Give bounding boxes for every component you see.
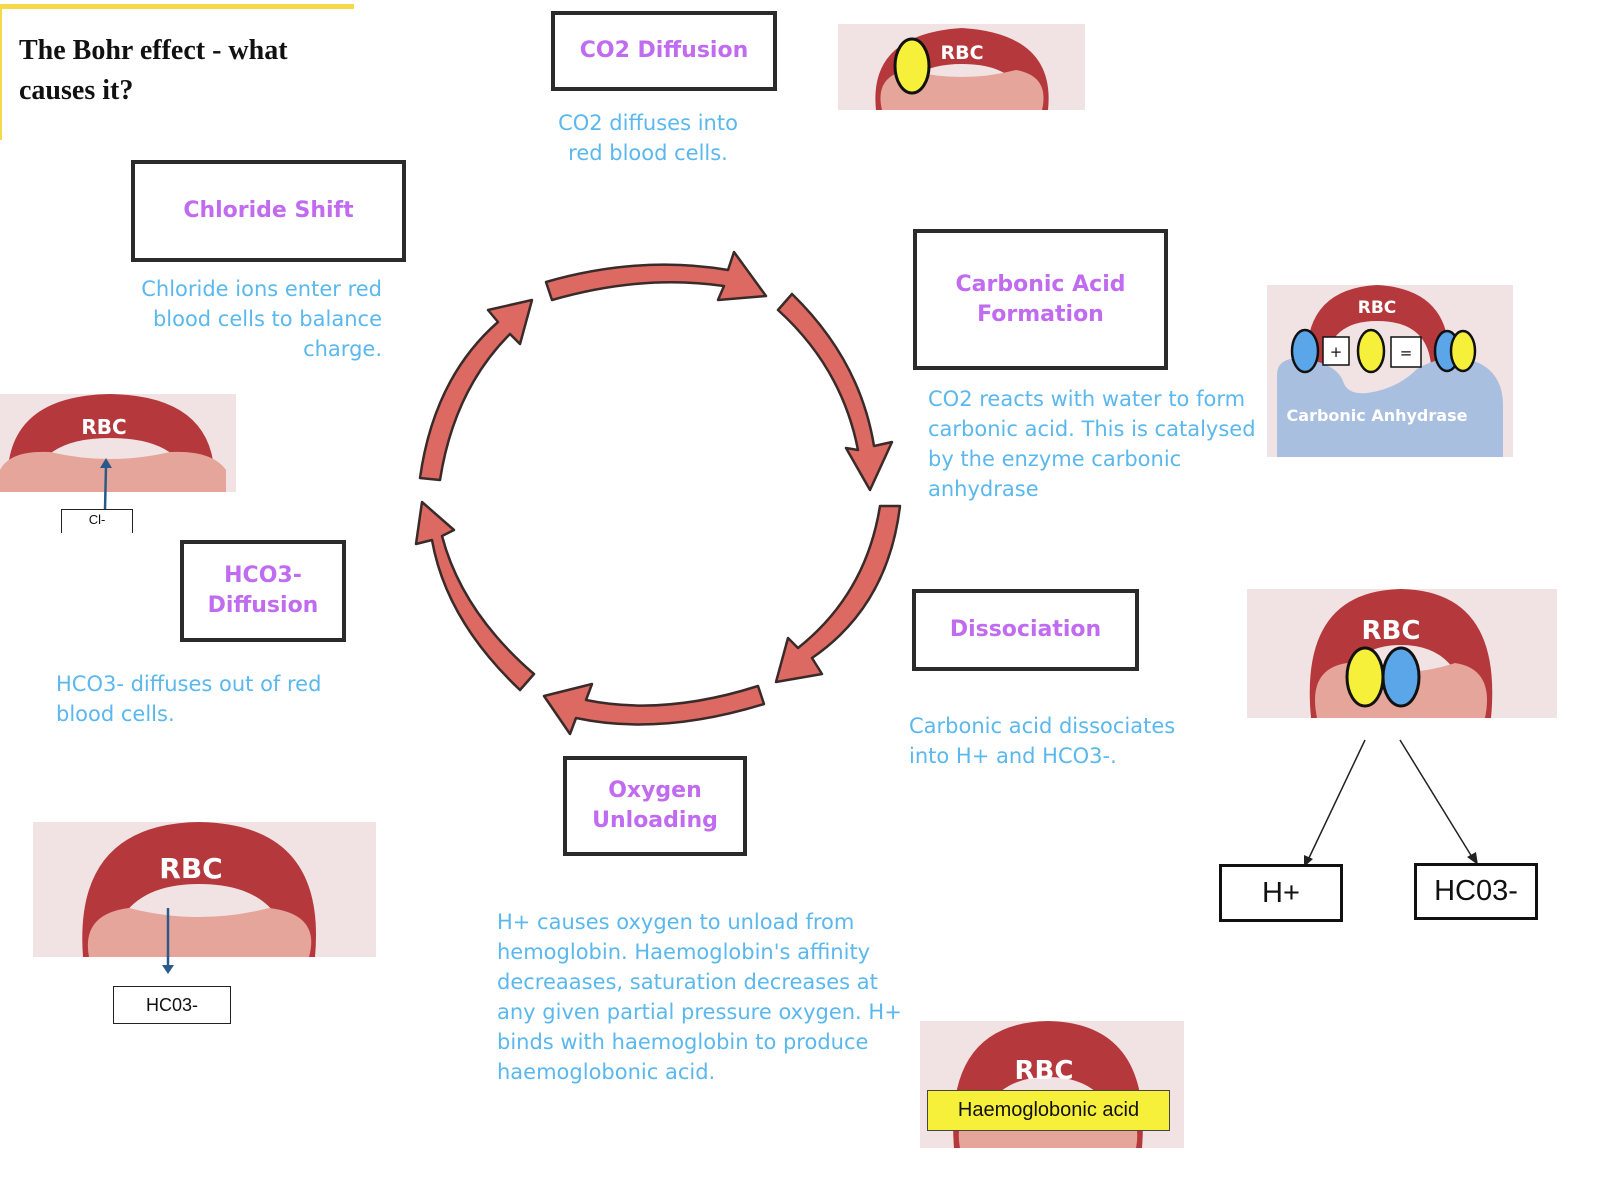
equals-box [1390,336,1422,368]
rbc-label: RBC [940,42,983,64]
rbc-label: RBC [159,852,222,885]
dissociation-arrows [1304,739,1478,867]
cycle-arrow-top [544,250,768,302]
step-label-chloride-shift: Chloride Shift [183,198,354,223]
rbc-label: RBC [1015,1056,1074,1086]
co2-molecule-icon [1449,329,1477,373]
chloride-in-arrow [100,458,112,510]
step-label-oxygen-unloading: Oxygen Unloading [592,778,718,833]
step-box-co2-diffusion: CO2 Diffusion [551,11,777,91]
step-description-carbonic-acid: CO2 reacts with water to form carbonic a… [928,387,1256,501]
step-box-carbonic-acid: Carbonic Acid Formation [913,229,1168,370]
rbc-illustration-hco3-out: RBC [33,822,376,957]
hydrogen-ion-icon [1345,646,1385,708]
step-box-hco3-diffusion: HCO3- Diffusion [180,540,346,642]
water-molecule-icon [1290,328,1320,374]
step-label-carbonic-acid: Carbonic Acid Formation [955,271,1126,327]
step-description-dissociation: Carbonic acid dissociates into H+ and HC… [909,714,1176,768]
co2-molecule-icon [1356,328,1386,374]
cycle-diagram [414,250,902,736]
step-label-hco3-diffusion: HCO3- Diffusion [207,563,319,618]
step-label-dissociation: Dissociation [949,617,1102,642]
cycle-arrow-bottom-left [414,500,536,692]
step-box-dissociation: Dissociation [912,589,1139,671]
step-description-co2-diffusion: CO2 diffuses into red blood cells. [558,111,738,165]
equals-sign: = [1400,344,1413,362]
hco3-out-arrow [162,955,174,974]
step-label-co2-diffusion: CO2 Diffusion [579,38,749,63]
hco3-out-box: HC03- [113,986,231,1024]
rbc-label: RBC [1362,616,1421,646]
step-box-chloride-shift: Chloride Shift [131,160,406,262]
haemoglobonic-acid-label: Haemoglobonic acid [927,1090,1170,1131]
step-description-oxygen-unloading: H+ causes oxygen to unload from hemoglob… [497,910,902,1084]
rbc-illustration-dissociation: RBC [1247,589,1557,718]
rbc-label: RBC [81,415,126,439]
hydrogen-ion-box: H+ [1219,864,1343,922]
cycle-arrow-bottom [542,682,766,736]
bicarbonate-ion-box: HC03- [1414,863,1538,920]
rbc-label: RBC [1358,298,1397,318]
enzyme-label: Carbonic Anhydrase [1287,406,1468,425]
bicarbonate-ion-icon [1381,646,1421,708]
chloride-ion-box: Cl- [61,509,133,533]
plus-box [1322,336,1350,366]
rbc-illustration-chloride-in: RBC [0,394,236,492]
cycle-arrow-top-left [418,298,534,482]
rbc-illustration-co2-diffusion: RBC [838,24,1085,110]
cycle-arrow-top-right [776,292,894,492]
step-description-chloride-shift: Chloride ions enter red blood cells to b… [141,277,382,361]
plus-sign: + [1330,343,1343,361]
step-box-oxygen-unloading: Oxygen Unloading [563,756,747,856]
rbc-illustration-carbonic-anhydrase: RBC Carbonic Anhydrase + = [1267,285,1513,457]
cycle-arrow-bottom-right [774,504,902,684]
page-title: The Bohr effect - what causes it? [19,35,288,106]
step-description-hco3-diffusion: HCO3- diffuses out of red blood cells. [56,672,322,726]
co2-molecule-icon [893,37,931,95]
title-box: The Bohr effect - what causes it? [0,4,354,140]
